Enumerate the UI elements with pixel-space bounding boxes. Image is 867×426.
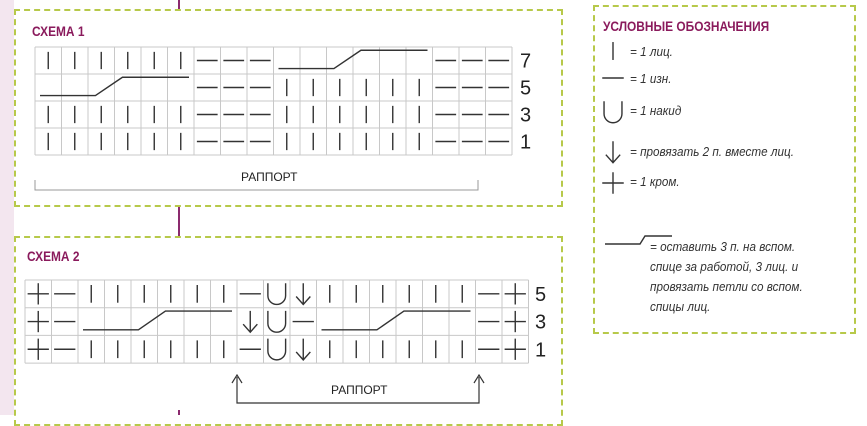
legend-text: = 1 накид <box>630 103 682 118</box>
k2tog-icon <box>295 283 311 306</box>
legend-text: = оставить 3 п. на вспом. <box>650 239 796 254</box>
cable-cross-icon <box>605 235 672 245</box>
legend-panel <box>593 5 856 334</box>
cable-cross-icon <box>40 76 189 97</box>
k2tog-icon <box>242 310 258 334</box>
legend-text: провязать петли со вспом. <box>650 279 803 294</box>
row-label: 5 <box>520 78 531 100</box>
row-label: 7 <box>520 51 531 73</box>
legend-text: = 1 кром. <box>630 174 680 189</box>
row-label: 3 <box>535 312 546 334</box>
divider-line <box>178 410 180 415</box>
rapport-label: РАППОРТ <box>331 383 388 397</box>
legend-title: УСЛОВНЫЕ ОБОЗНАЧЕНИЯ <box>603 18 770 34</box>
cable-cross-icon <box>321 310 471 331</box>
legend-text: = 1 лиц. <box>630 44 673 59</box>
yarn-over-icon <box>267 283 287 306</box>
row-label: 1 <box>535 339 546 361</box>
yarn-over-icon <box>267 310 287 333</box>
row-label: 3 <box>520 105 531 127</box>
yarn-over-icon <box>267 338 287 361</box>
legend-text: = 1 изн. <box>630 71 672 86</box>
row-label: 5 <box>535 284 546 306</box>
cable-cross-icon <box>83 310 232 331</box>
rapport-bracket <box>34 180 479 191</box>
rapport-arrows <box>231 373 485 404</box>
legend-text: = провязать 2 п. вместе лиц. <box>630 144 794 159</box>
page-margin-strip <box>0 0 14 415</box>
row-label: 1 <box>520 132 531 154</box>
scheme1-panel <box>14 9 563 207</box>
k2tog-icon <box>605 141 621 164</box>
yarn-over-icon <box>603 101 623 124</box>
scheme2-title: СХЕМА 2 <box>27 248 80 264</box>
divider-line <box>178 205 180 238</box>
legend-text: спице за работой, 3 лиц. и <box>650 259 799 274</box>
divider-line <box>178 0 180 10</box>
k2tog-icon <box>295 338 311 361</box>
scheme1-title: СХЕМА 1 <box>32 23 85 39</box>
cable-cross-icon <box>278 49 428 70</box>
rapport-label: РАППОРТ <box>241 170 298 184</box>
legend-text: спицы лиц. <box>650 299 711 314</box>
